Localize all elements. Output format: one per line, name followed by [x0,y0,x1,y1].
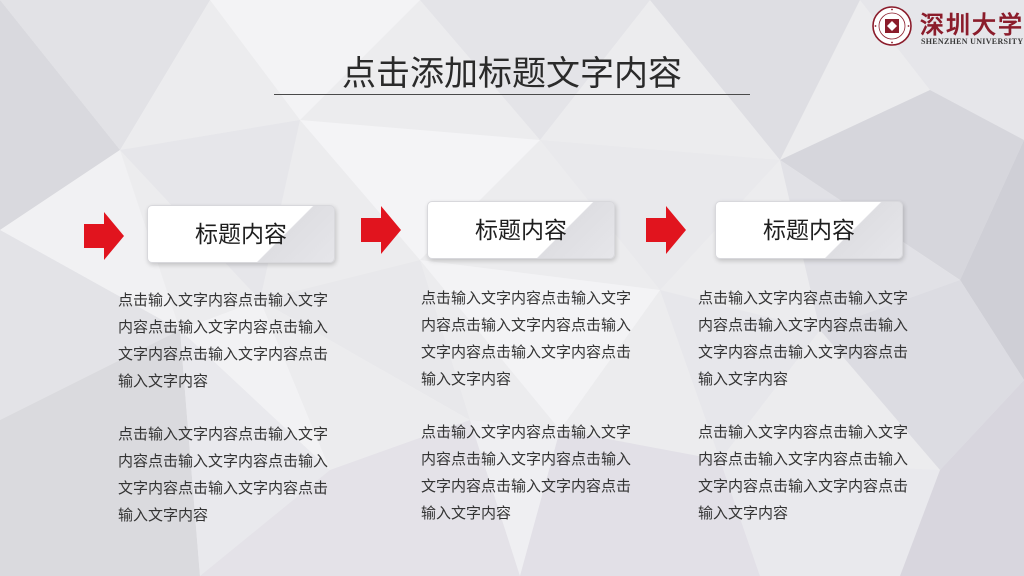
logo-english-name: SHENZHEN UNIVERSITY [921,37,1024,46]
step-1-paragraph-1[interactable]: 点击输入文字内容点击输入文字内容点击输入文字内容点击输入文字内容点击输入文字内容… [118,291,329,390]
university-seal-icon [872,6,912,46]
step-1-heading: 标题内容 [195,222,287,248]
step-1-heading-box[interactable]: 标题内容 [147,205,335,263]
page-title[interactable]: 点击添加标题文字内容 [342,54,682,94]
step-2-arrow-icon [361,206,401,254]
step-3-paragraph-1[interactable]: 点击输入文字内容点击输入文字内容点击输入文字内容点击输入文字内容点击输入文字内容… [698,289,909,388]
step-2-heading-box[interactable]: 标题内容 [427,201,615,259]
step-2-heading: 标题内容 [475,218,567,244]
university-logo: 深圳大学 SHENZHEN UNIVERSITY [868,4,1024,48]
step-3-paragraph-2[interactable]: 点击输入文字内容点击输入文字内容点击输入文字内容点击输入文字内容点击输入文字内容… [698,423,909,522]
step-1-paragraph-2[interactable]: 点击输入文字内容点击输入文字内容点击输入文字内容点击输入文字内容点击输入文字内容… [118,425,329,524]
step-2-paragraph-2[interactable]: 点击输入文字内容点击输入文字内容点击输入文字内容点击输入文字内容点击输入文字内容… [421,423,632,522]
step-1-arrow-icon [84,212,124,260]
step-3-heading-box[interactable]: 标题内容 [715,201,903,259]
step-3-arrow-icon [646,206,686,254]
step-3-heading: 标题内容 [763,218,855,244]
title-underline [274,94,750,95]
step-2-paragraph-1[interactable]: 点击输入文字内容点击输入文字内容点击输入文字内容点击输入文字内容点击输入文字内容… [421,289,632,388]
logo-chinese-name: 深圳大学 [920,10,1024,39]
